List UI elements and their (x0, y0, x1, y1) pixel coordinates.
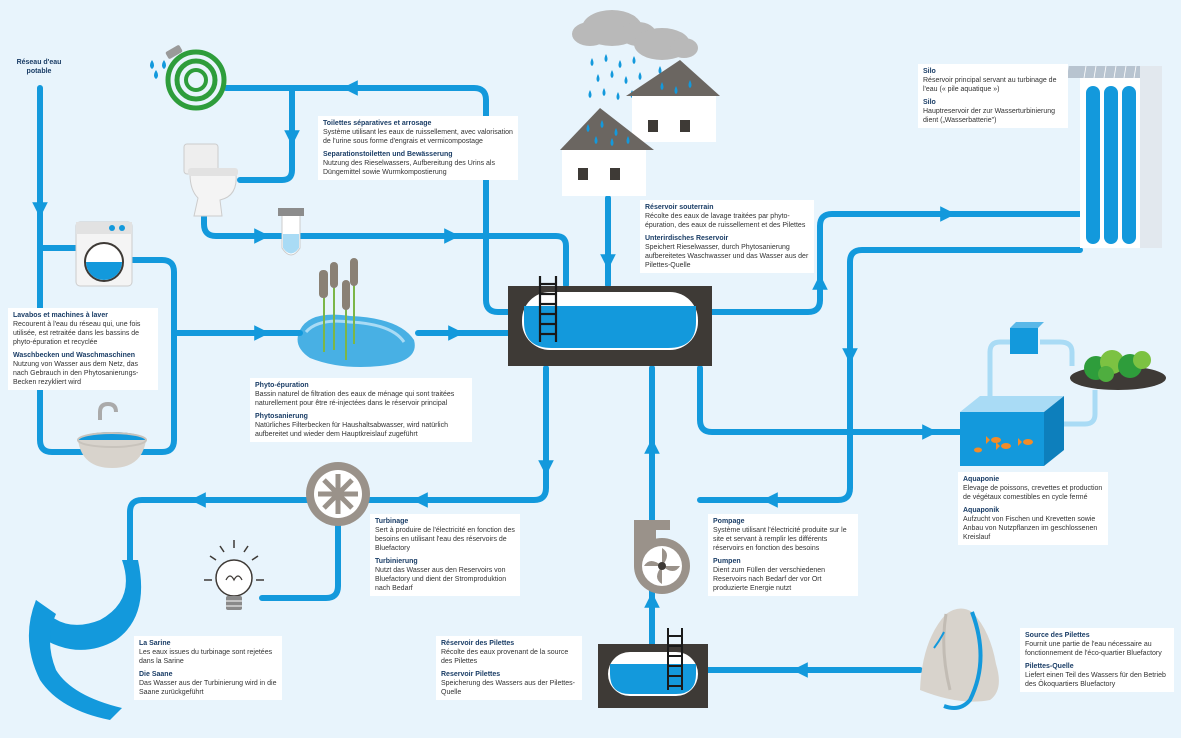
toilettes-text-de: Nutzung des Rieselwassers, Aufbereitung … (323, 160, 495, 176)
pipe-main-to-turbine (365, 365, 549, 503)
toilettes-box: Toilettes séparatives et arrosage Systèm… (318, 116, 518, 180)
aquaponics-pump-box (1010, 322, 1044, 354)
pilettes-title-fr: Réservoir des Pilettes (441, 640, 515, 647)
lettuce-icon (1070, 350, 1166, 390)
garden-hose-icon (150, 45, 227, 111)
pipes (32, 80, 1083, 678)
reed-pond-icon (297, 258, 415, 367)
aquaponie-text-de: Aufzucht von Fischen und Krevetten sowie… (963, 516, 1098, 541)
phyto-text-fr: Bassin naturel de filtration des eaux de… (255, 391, 455, 407)
sarine-text-fr: Les eaux issues du turbinage sont rejeté… (139, 649, 273, 665)
turbinage-title-de: Turbinierung (375, 558, 418, 565)
river-icon (28, 560, 142, 720)
pompage-title-fr: Pompage (713, 518, 745, 525)
silo-icon (1067, 65, 1162, 248)
phyto-text-de: Natürliches Filterbecken für Haushaltsab… (255, 422, 448, 438)
lavabos-box: Lavabos et machines à laver Recourent à … (8, 308, 158, 390)
light-bulb-icon (204, 540, 264, 610)
turbinage-title-fr: Turbinage (375, 518, 409, 525)
aquaponie-box: Aquaponie Elevage de poissons, crevettes… (958, 472, 1108, 545)
sarine-text-de: Das Wasser aus der Turbinierung wird in … (139, 680, 277, 696)
house-icon (560, 60, 720, 196)
source-title-fr: Source des Pilettes (1025, 632, 1090, 639)
aquaponie-text-fr: Elevage de poissons, crevettes et produc… (963, 485, 1103, 501)
pompage-text-fr: Système utilisant l'électricité produite… (713, 527, 847, 552)
pompage-title-de: Pumpen (713, 558, 741, 565)
rock-spring-icon (920, 608, 999, 710)
pipe-top-loop (223, 85, 511, 315)
silo-text-de: Hauptreservoir der zur Wasserturbinierun… (923, 108, 1056, 124)
fish-icon (974, 436, 1033, 453)
aquaponie-title-fr: Aquaponie (963, 476, 1000, 483)
aquaponie-title-de: Aquaponik (963, 507, 1000, 514)
lavabos-title-de: Waschbecken und Waschmaschinen (13, 352, 136, 359)
lavabos-title-fr: Lavabos et machines à laver (13, 312, 108, 319)
pilettes-reservoir-box: Réservoir des Pilettes Récolte des eaux … (436, 636, 582, 700)
sarine-box: La Sarine Les eaux issues du turbinage s… (134, 636, 282, 700)
pipe-turbine-to-bulb (259, 521, 341, 601)
souterrain-text-de: Speichert Rieselwasser, durch Phytosanie… (645, 244, 809, 269)
pilettes-title-de: Reservoir Pilettes (441, 671, 501, 678)
pompage-text-de: Dient zum Füllen der verschiedenen Reser… (713, 567, 826, 592)
turbinage-box: Turbinage Sert à produire de l'électrici… (370, 514, 520, 596)
pipe-wm-right (129, 257, 177, 455)
urine-container-icon (278, 208, 304, 256)
rain-cloud-icon (572, 10, 698, 100)
pipe-toilet-out (201, 211, 569, 288)
pompage-box: Pompage Système utilisant l'électricité … (708, 514, 858, 596)
pump-icon (634, 520, 690, 594)
lavabos-text-fr: Recourent à l'eau du réseau qui, une foi… (13, 321, 141, 346)
silo-title-de: Silo (923, 99, 936, 106)
aquaponics-tank-icon (960, 396, 1064, 466)
phyto-title-de: Phytosanierung (255, 413, 308, 420)
turbinage-text-de: Nutzt das Wasser aus den Reservoirs von … (375, 567, 507, 592)
lavabos-text-de: Nutzung von Wasser aus dem Netz, das nac… (13, 361, 139, 386)
ladder-icon (667, 628, 683, 690)
turbine-icon (306, 462, 370, 526)
source-title-de: Pilettes-Quelle (1025, 663, 1074, 670)
toilet-icon (183, 143, 238, 217)
pipe-main-to-silo (709, 211, 1083, 315)
reservoir-souterrain-box: Réservoir souterrain Récolte des eaux de… (640, 200, 814, 273)
sarine-title-de: Die Saane (139, 671, 173, 678)
source-text-fr: Fournit une partie de l'eau nécessaire a… (1025, 641, 1162, 657)
main-reservoir (508, 276, 712, 366)
sarine-title-fr: La Sarine (139, 640, 171, 647)
pilettes-text-de: Speicherung des Wassers aus der Pilettes… (441, 680, 575, 696)
souterrain-title-fr: Réservoir souterrain (645, 204, 714, 211)
toilettes-title-de: Separationstoiletten und Bewässerung (323, 151, 453, 158)
toilettes-title-fr: Toilettes séparatives et arrosage (323, 120, 432, 127)
aquaponics-loop (987, 339, 1098, 427)
silo-text-fr: Réservoir principal servant au turbinage… (923, 77, 1057, 93)
phyto-title-fr: Phyto-épuration (255, 382, 309, 389)
pilettes-text-fr: Récolte des eaux provenant de la source … (441, 649, 569, 665)
network-label: Réseau d'eau potable (16, 59, 62, 75)
pipe-network-down (37, 85, 89, 455)
turbinage-text-fr: Sert à produire de l'électricité en fonc… (375, 527, 515, 552)
pipe-silo-return (697, 247, 1083, 503)
silo-title-fr: Silo (923, 68, 936, 75)
toilettes-text-fr: Système utilisant les eaux de ruissellem… (323, 129, 513, 145)
source-text-de: Liefert einen Teil des Wassers für den B… (1025, 672, 1166, 688)
ladder-icon (538, 276, 558, 342)
pipe-hose-branch (237, 85, 295, 183)
phyto-box: Phyto-épuration Bassin naturel de filtra… (250, 378, 472, 442)
sink-icon (77, 401, 147, 468)
souterrain-title-de: Unterirdisches Reservoir (645, 235, 729, 242)
washing-machine-icon (75, 221, 133, 287)
pipe-turbine-to-river (127, 497, 311, 563)
source-box: Source des Pilettes Fournit une partie d… (1020, 628, 1174, 692)
pipe-main-to-aqua (697, 365, 963, 435)
pilettes-reservoir (598, 628, 708, 708)
silo-box: Silo Réservoir principal servant au turb… (918, 64, 1068, 128)
souterrain-text-fr: Récolte des eaux de lavage traitées par … (645, 213, 806, 229)
